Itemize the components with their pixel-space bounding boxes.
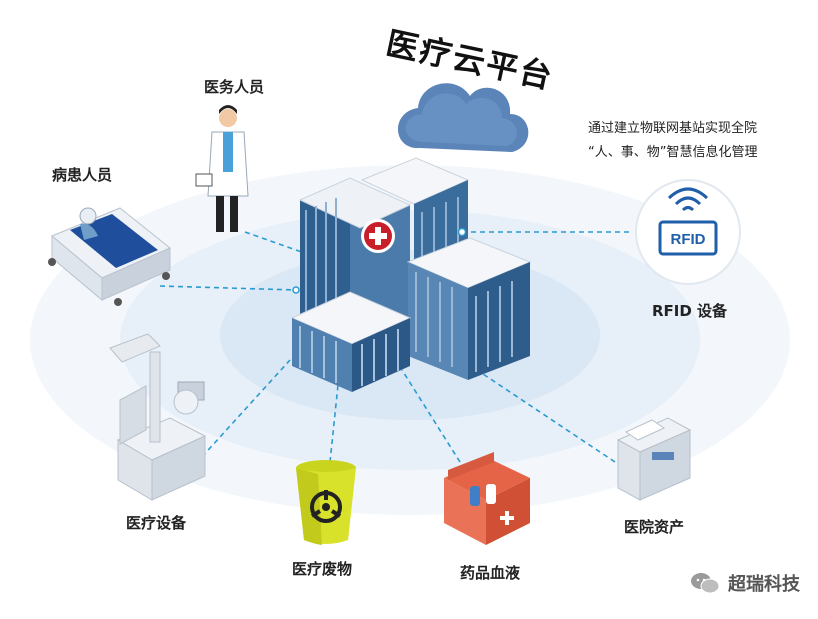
label-medical-waste: 医疗废物: [292, 560, 353, 578]
label-hospital-assets: 医院资产: [624, 518, 685, 536]
label-medical-staff: 医务人员: [204, 78, 265, 96]
rfid-icon-text: RFID: [671, 231, 706, 248]
medical-equipment-icon: [109, 333, 207, 501]
watermark: 超瑞科技: [690, 570, 800, 596]
rfid-device-icon: [635, 179, 741, 285]
patient-bed-icon: [48, 207, 171, 306]
cloud-icon: [397, 83, 529, 152]
hospital-building: [290, 157, 532, 392]
asset-machine-icon: [616, 417, 692, 501]
label-medical-equipment: 医疗设备: [126, 514, 187, 532]
description-line-1: 通过建立物联网基站实现全院: [588, 121, 758, 136]
biohazard-bin-icon: [296, 460, 356, 545]
connection-dots: [292, 227, 467, 294]
label-patients: 病患人员: [52, 166, 113, 184]
label-rfid: RFID 设备: [652, 302, 728, 320]
doctor-icon: [195, 105, 249, 232]
description-line-2: “人、事、物”智慧信息化管理: [588, 145, 758, 160]
label-medicine-blood: 药品血液: [460, 564, 521, 582]
watermark-text: 超瑞科技: [728, 574, 800, 595]
wechat-icon: [691, 573, 720, 594]
medicine-box-icon: [444, 452, 530, 545]
